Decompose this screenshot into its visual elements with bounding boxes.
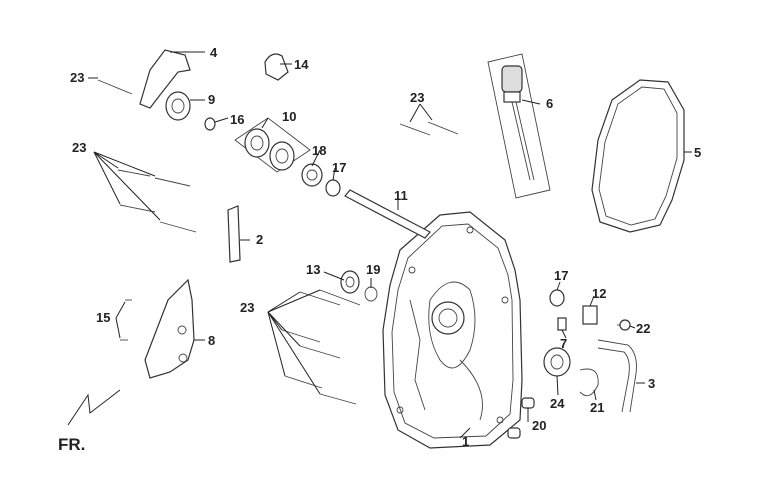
callout-12: 12 [592, 286, 606, 301]
leader-lines [88, 51, 692, 439]
callout-17: 17 [332, 160, 346, 175]
crankcase-cover-part [382, 211, 523, 449]
callout-4: 4 [210, 45, 218, 60]
clamp-part [264, 53, 289, 81]
callout-17: 17 [554, 268, 568, 283]
callout-18: 18 [312, 143, 326, 158]
oil-dipstick-part [487, 53, 551, 199]
front-label: FR. [58, 435, 85, 454]
callout-21: 21 [590, 400, 604, 415]
bearing-large-part [543, 347, 571, 377]
callout-22: 22 [636, 321, 650, 336]
callout-6: 6 [546, 96, 553, 111]
callout-9: 9 [208, 92, 215, 107]
callout-16: 16 [230, 112, 244, 127]
bearing-part [301, 163, 323, 187]
callout-5: 5 [694, 145, 701, 160]
callout-2: 2 [256, 232, 263, 247]
shaft-part [344, 189, 431, 239]
callout-24: 24 [550, 396, 565, 411]
ring-part [325, 179, 341, 197]
bolts-group [97, 79, 459, 405]
callout-23: 23 [72, 140, 86, 155]
circlip-part [579, 368, 599, 397]
callout-13: 13 [306, 262, 320, 277]
callout-3: 3 [648, 376, 655, 391]
callout-20: 20 [532, 418, 546, 433]
callout-19: 19 [366, 262, 380, 277]
callout-11: 11 [394, 188, 408, 203]
callout-23: 23 [410, 90, 424, 105]
gasket-part [591, 79, 685, 233]
callout-15: 15 [96, 310, 110, 325]
callout-8: 8 [208, 333, 215, 348]
o-ring-part [364, 286, 378, 302]
cover-plate-part [227, 205, 241, 263]
callout-1: 1 [462, 434, 469, 449]
callout-labels: 4 14 23 9 16 10 18 17 11 2 23 6 5 23 13 … [70, 45, 701, 449]
front-orientation-mark: FR. [58, 389, 121, 454]
callout-23: 23 [70, 70, 84, 85]
seal-part [165, 91, 191, 121]
sensor-part [549, 289, 631, 331]
oil-seal-part [340, 270, 360, 294]
hose-part [597, 339, 637, 413]
dowel-pins-part [507, 397, 535, 439]
callout-14: 14 [294, 57, 309, 72]
callout-10: 10 [282, 109, 296, 124]
washer-part [204, 117, 216, 131]
bearing-set-part [234, 117, 311, 173]
callout-23: 23 [240, 300, 254, 315]
mount-bracket-part [144, 278, 195, 379]
callout-7: 7 [560, 336, 567, 351]
